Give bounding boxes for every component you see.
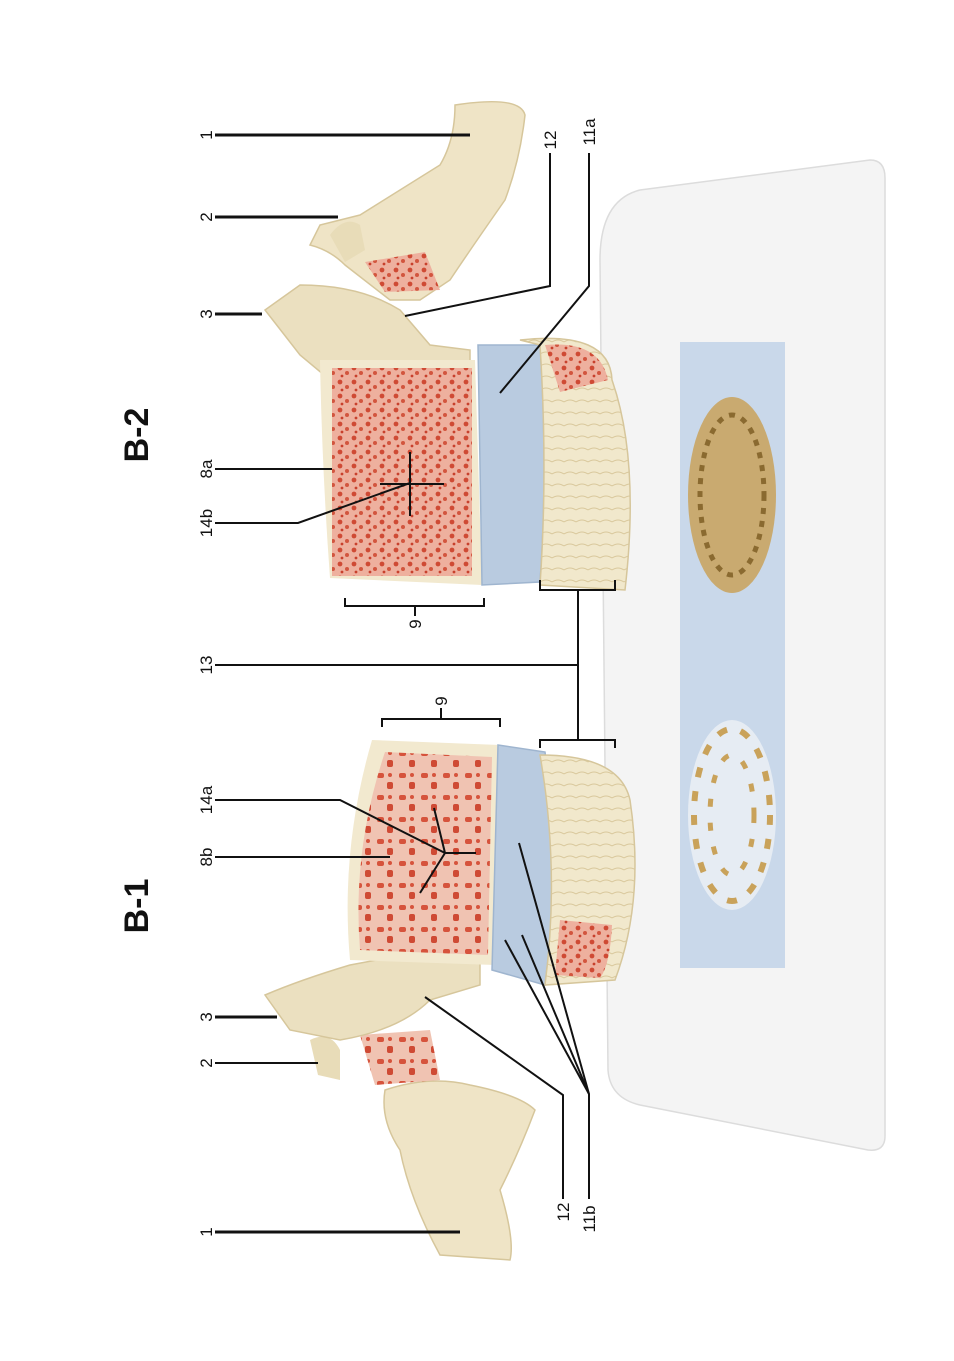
label-14b: 14b [197,509,216,537]
label-3-bottom: 3 [197,1012,216,1021]
label-11b: 11b [580,1205,599,1232]
label-13: 13 [197,656,216,675]
title-b1: B-1 [118,879,156,934]
label-2-bottom: 2 [197,1058,216,1067]
label-1-top: 1 [197,130,216,139]
vertebra-b2 [265,102,630,590]
label-2-top: 2 [197,212,216,221]
label-8a: 8a [197,459,216,478]
label-11a: 11a [580,118,599,146]
title-b2: B-2 [118,408,156,463]
bone-sample-osteoporotic [688,720,776,910]
vertebra-b1 [265,740,635,1260]
model-base [600,160,885,1150]
label-12-top: 12 [541,131,560,150]
label-9-top: 9 [406,619,425,628]
label-9-bottom: 9 [432,696,451,705]
label-1-bottom: 1 [197,1227,216,1236]
label-12-bottom: 12 [554,1203,573,1222]
bone-sample-healthy [688,397,776,593]
label-3-top: 3 [197,309,216,318]
label-8b: 8b [197,848,216,867]
label-14a: 14a [197,785,216,814]
